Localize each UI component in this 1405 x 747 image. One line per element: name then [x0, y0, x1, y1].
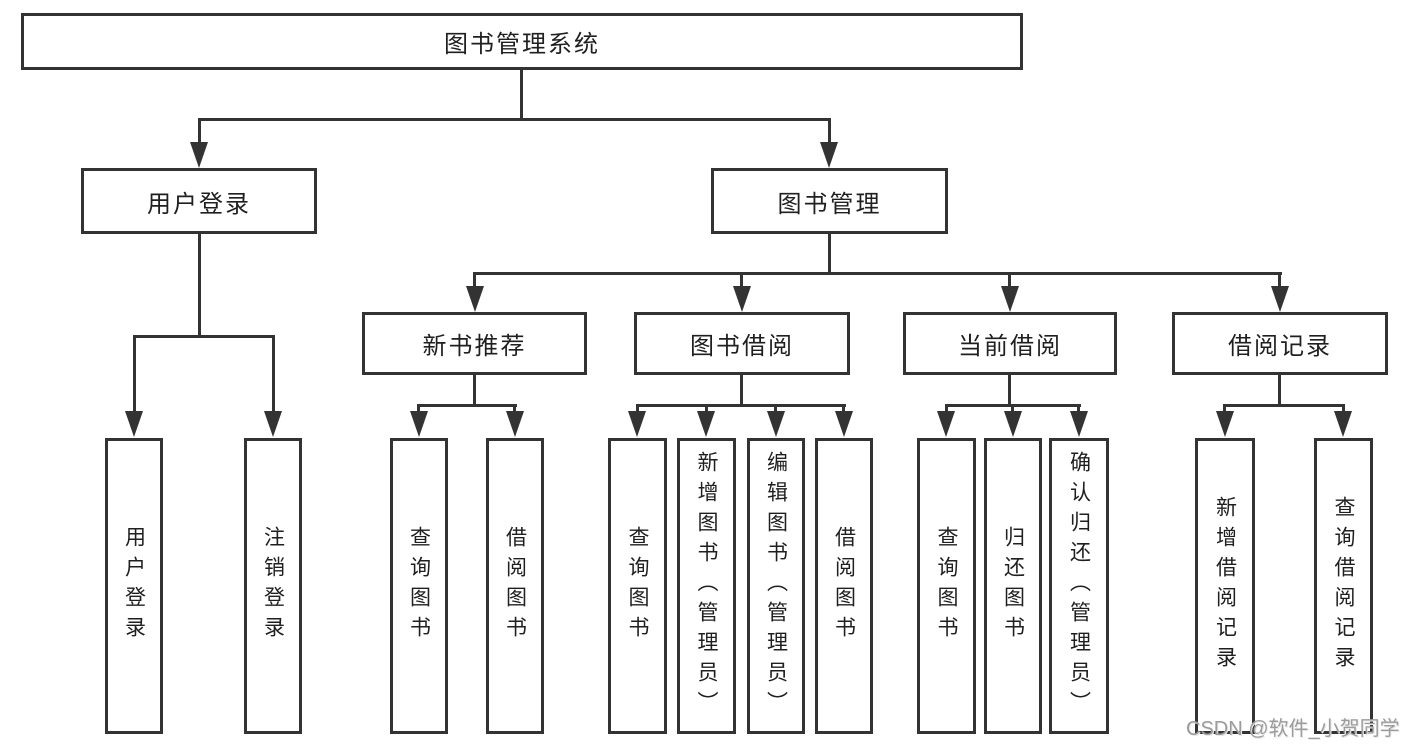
arrowhead-to-leaf-add-record [1216, 411, 1234, 437]
connector-hline [945, 404, 1081, 407]
connector-shaft [1008, 275, 1011, 288]
arrowhead-to-leaf-query-book-1 [410, 411, 428, 437]
arrowhead-to-leaf-query-record [1334, 411, 1352, 437]
connector-shaft [473, 275, 476, 288]
arrowhead-to-leaf-user-login [125, 411, 143, 437]
connector-book-borrow-stub [740, 375, 743, 407]
arrowhead-to-leaf-logout [264, 411, 282, 437]
connector-user-login-hline [133, 335, 275, 338]
node-book-borrow: 图书借阅 [634, 312, 850, 375]
leaf-query-book-1: 查询图书 [390, 438, 448, 734]
connector-level2-hline [473, 272, 1282, 275]
connector-shaft [1278, 275, 1281, 288]
connector-hline [417, 404, 517, 407]
leaf-confirm-return-admin: 确认归还（管理员） [1049, 438, 1109, 734]
arrowhead-to-leaf-borrow-book-1 [506, 411, 524, 437]
leaf-borrow-book-2: 借阅图书 [815, 438, 873, 734]
leaf-borrow-book-1: 借阅图书 [486, 438, 544, 734]
node-user-login: 用户登录 [81, 168, 317, 234]
leaf-query-borrow-record: 查询借阅记录 [1314, 438, 1373, 734]
arrowhead-to-user-login [190, 142, 208, 168]
node-current-borrow: 当前借阅 [903, 312, 1117, 375]
node-new-book-recommend: 新书推荐 [362, 312, 587, 375]
connector-shaft [272, 338, 275, 413]
arrowhead-to-leaf-borrow-book-2 [835, 411, 853, 437]
arrowhead-to-leaf-edit-book [767, 411, 785, 437]
arrowhead-to-leaf-query-book-2 [628, 411, 646, 437]
connector-book-management-stub [828, 234, 831, 272]
connector-hline [1223, 404, 1345, 407]
connector-current-borrow-stub [1008, 375, 1011, 407]
arrowhead-to-leaf-add-book [697, 411, 715, 437]
connector-shaft [198, 121, 201, 144]
connector-hline [636, 404, 846, 407]
connector-new-book-recommend-stub [473, 375, 476, 407]
connector-shaft [133, 338, 136, 413]
arrowhead-to-leaf-confirm-return [1070, 411, 1088, 437]
leaf-return-book: 归还图书 [984, 438, 1042, 734]
leaf-query-book-2: 查询图书 [608, 438, 667, 734]
connector-shaft [828, 121, 831, 144]
arrowhead-to-borrow-record [1271, 286, 1289, 312]
node-borrow-record: 借阅记录 [1172, 312, 1388, 375]
connector-borrow-record-stub [1278, 375, 1281, 407]
arrowhead-to-book-borrow [733, 286, 751, 312]
connector-level1-hline [198, 118, 831, 121]
node-root: 图书管理系统 [21, 13, 1023, 70]
connector-root-stub [520, 70, 523, 121]
leaf-logout: 注销登录 [244, 438, 302, 734]
leaf-add-book-admin: 新增图书（管理员） [677, 438, 736, 734]
connector-user-login-stub [198, 234, 201, 338]
arrowhead-to-new-book-recommend [466, 286, 484, 312]
connector-shaft [740, 275, 743, 288]
arrowhead-to-current-borrow [1001, 286, 1019, 312]
arrowhead-to-leaf-query-book-3 [937, 411, 955, 437]
node-book-management: 图书管理 [711, 168, 948, 234]
leaf-add-borrow-record: 新增借阅记录 [1195, 438, 1255, 734]
arrowhead-to-book-management [820, 142, 838, 168]
csdn-watermark: CSDN @软件_小贺同学 [1186, 718, 1400, 740]
leaf-query-book-3: 查询图书 [917, 438, 976, 734]
leaf-user-login: 用户登录 [105, 438, 163, 734]
arrowhead-to-leaf-return-book [1004, 411, 1022, 437]
leaf-edit-book-admin: 编辑图书（管理员） [747, 438, 805, 734]
